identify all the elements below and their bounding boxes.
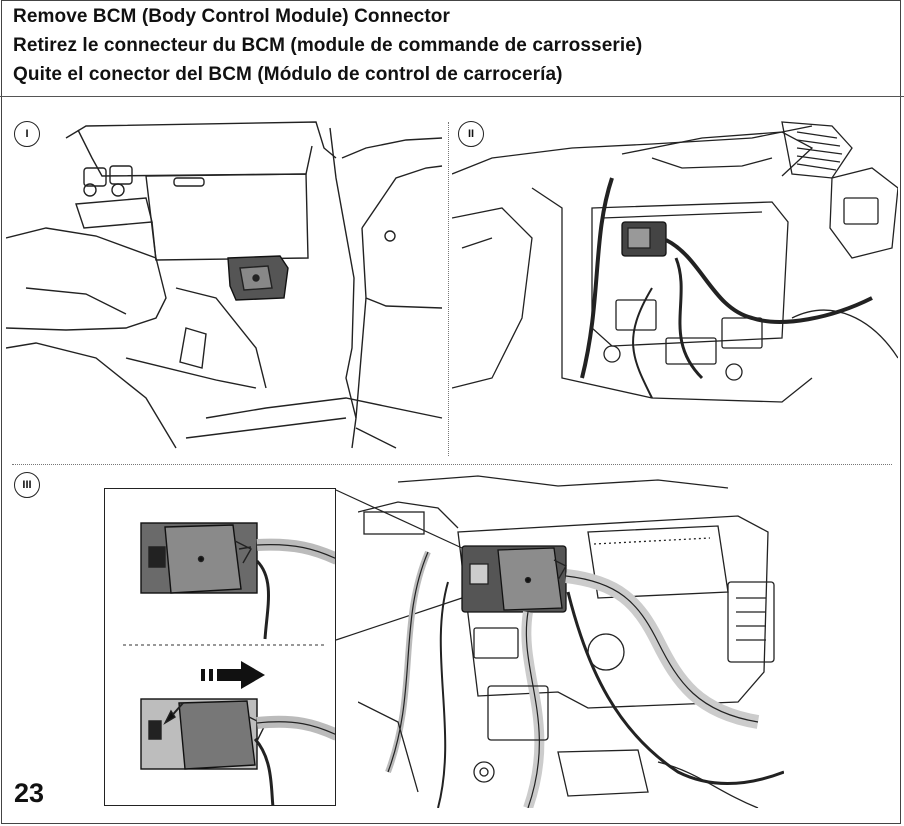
illustration-step-1-interior xyxy=(6,118,444,458)
interior-drawing xyxy=(6,121,443,449)
arrow-right-icon xyxy=(201,661,265,689)
disconnect-drawing xyxy=(358,475,784,808)
illustration-step-2-bcm-location xyxy=(452,118,898,408)
title-spanish: Quite el conector del BCM (Módulo de con… xyxy=(13,64,563,85)
page-number: 23 xyxy=(14,778,45,808)
step-badge-2: II xyxy=(458,121,484,147)
step-badge-3: III xyxy=(14,472,40,498)
title-french: Retirez le connecteur du BCM (module de … xyxy=(13,35,643,56)
panel-divider-vertical xyxy=(448,122,449,456)
step-badge-1: I xyxy=(14,121,40,147)
arrow-down-left-icon xyxy=(163,702,184,725)
illustration-step-3-disconnect xyxy=(358,472,784,808)
connector-detail-drawing xyxy=(123,522,335,805)
title-english: Remove BCM (Body Control Module) Connect… xyxy=(13,6,450,27)
panel-divider-horizontal xyxy=(12,464,892,465)
title-divider xyxy=(0,96,904,97)
bcm-location-drawing xyxy=(452,121,898,403)
connector-detail-inset xyxy=(104,488,336,806)
